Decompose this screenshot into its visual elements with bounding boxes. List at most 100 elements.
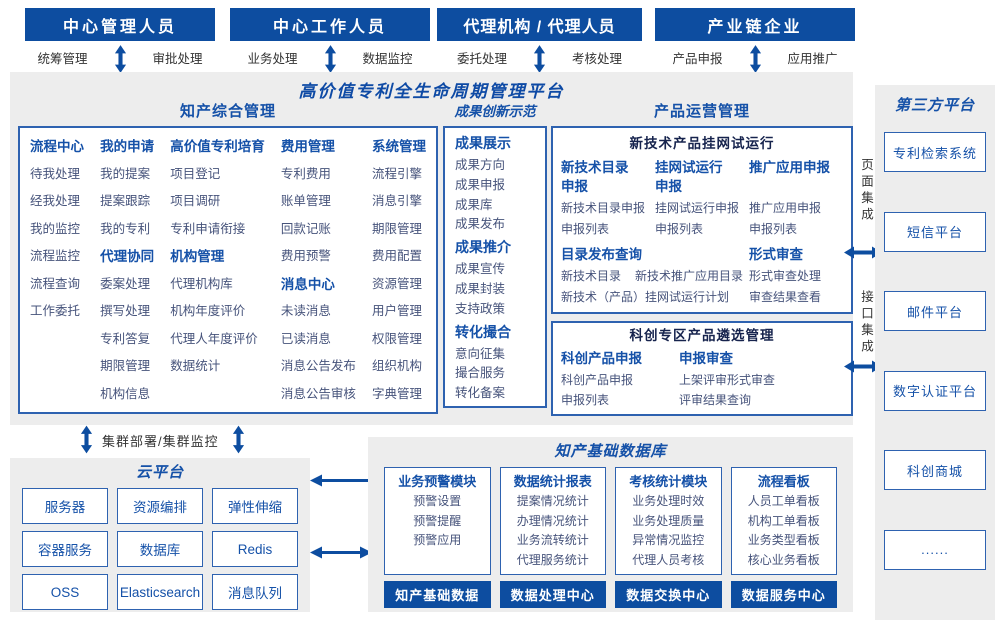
menu-item: 流程查询 xyxy=(30,276,81,291)
menu-item: 项目调研 xyxy=(170,194,221,208)
cloud-title: 云平台 xyxy=(135,464,184,481)
menu-item: 数据统计 xyxy=(170,359,221,373)
horizontal-double-arrow-icon xyxy=(844,246,882,259)
group-header: 推广应用申报 xyxy=(749,160,830,175)
menu-item: 待我处理 xyxy=(30,166,81,181)
menu-item: 用户管理 xyxy=(371,304,422,318)
menu-item: 费用配置 xyxy=(371,249,422,263)
ip-column: 流程中心待我处理经我处理我的监控流程监控流程查询工作委托 xyxy=(30,133,84,407)
horizontal-double-arrow-icon xyxy=(310,546,372,559)
cloud-service: 容器服务 xyxy=(22,531,108,567)
ip-column: 我的申请我的提案提案跟踪我的专利代理协同委案处理撰写处理专利答复期限管理机构信息 xyxy=(100,133,154,407)
menu-item: 消息公告审核 xyxy=(280,386,356,401)
horizontal-double-arrow-icon xyxy=(844,360,882,373)
datahub-module: 业务预警模块预警设置预警提醒预警应用 xyxy=(384,467,491,575)
vertical-double-arrow-icon xyxy=(533,45,546,73)
group-header: 我的申请 xyxy=(100,139,155,154)
group-header: 科创产品申报 xyxy=(561,351,642,366)
actor-right-label: 数据监控 xyxy=(362,52,413,66)
data-center-bar: 数据服务中心 xyxy=(730,581,837,608)
vertical-double-arrow-icon xyxy=(232,425,245,454)
menu-item: 人员工单看板 xyxy=(747,494,820,508)
datahub-title: 知产基础数据库 xyxy=(554,443,667,460)
menu-item: 组织机构 xyxy=(371,359,422,373)
menu-item: 成果库 xyxy=(455,197,493,212)
formal-review-block: 形式审查 形式审查处理审查结果查看 xyxy=(749,243,843,308)
group-header: 流程看板 xyxy=(757,474,810,489)
trial-run-title: 新技术产品挂网试运行 xyxy=(629,136,775,151)
menu-item: 申报列表 xyxy=(655,222,704,236)
group-header: 目录发布查询 xyxy=(561,247,642,262)
menu-item: 新技术目录申报 xyxy=(561,201,646,215)
vertical-double-arrow-icon xyxy=(324,45,336,73)
menu-item: 意向征集 xyxy=(455,346,506,361)
group-header: 高价值专利培育 xyxy=(170,139,265,154)
menu-item: 预警应用 xyxy=(413,533,462,547)
datahub-panel: 知产基础数据库 业务预警模块预警设置预警提醒预警应用数据统计报表提案情况统计办理… xyxy=(368,437,853,612)
cluster-label: 集群部署/集群监控 xyxy=(102,434,219,449)
menu-item: 代理机构库 xyxy=(170,276,233,291)
third-party-system: 科创商城 xyxy=(884,450,986,491)
menu-item: 异常情况监控 xyxy=(632,533,705,547)
actor-header-center-managers: 中心管理人员 xyxy=(25,8,215,41)
third-party-system: 数字认证平台 xyxy=(884,370,986,411)
selection-column: 科创产品申报科创产品申报申报列表 xyxy=(561,347,679,410)
trial-column: 推广应用申报推广应用申报申报列表 xyxy=(749,158,843,240)
menu-item: 办理情况统计 xyxy=(516,513,589,528)
actor-sub-center-staff: 业务处理 数据监控 xyxy=(230,42,430,73)
menu-item: 新技术目录 xyxy=(561,269,622,283)
group-header: 机构管理 xyxy=(170,249,225,264)
third-party-list: 专利检索系统短信平台邮件平台数字认证平台科创商城...... xyxy=(884,132,986,570)
section-title: 产品运营管理 xyxy=(653,103,750,120)
menu-item: 专利费用 xyxy=(280,166,331,181)
section-product-ops: 产品运营管理 新技术产品挂网试运行 新技术目录 申报新技术目录申报申报列表 挂网试… xyxy=(551,100,853,416)
page-integration-label: 页面集成 xyxy=(859,158,873,224)
selection-columns: 科创产品申报科创产品申报申报列表申报审查上架评审形式审查评审结果查询 xyxy=(561,347,843,410)
actor-header-center-staff: 中心工作人员 xyxy=(230,8,430,41)
cloud-service: 资源编排 xyxy=(116,488,203,524)
cloud-service: 数据库 xyxy=(116,531,203,567)
ip-column: 系统管理流程引擎消息引擎期限管理费用配置资源管理用户管理权限管理组织机构字典管理 xyxy=(372,133,426,407)
section-achievement-demo: 成果创新示范 成果展示成果方向成果申报成果库成果发布成果推介成果宣传成果封装支持… xyxy=(443,100,547,408)
third-party-system: 邮件平台 xyxy=(884,291,986,332)
group-header: 形式审查 xyxy=(749,247,803,262)
menu-item: 新技术（产品）挂网试运行计划 xyxy=(561,290,730,304)
cloud-service: 弹性伸缩 xyxy=(211,488,298,524)
group-header: 转化撮合 xyxy=(455,323,511,340)
group-header: 申报审查 xyxy=(679,351,733,366)
catalog-row: 新技术目录新技术推广应用目录 xyxy=(561,266,749,287)
menu-item: 提案跟踪 xyxy=(100,194,151,208)
datahub-module: 数据统计报表提案情况统计办理情况统计业务流转统计代理服务统计 xyxy=(499,467,606,575)
menu-item: 业务类型看板 xyxy=(747,533,820,547)
menu-item: 新技术推广应用目录 xyxy=(635,269,744,283)
data-center-bar: 知产基础数据 xyxy=(384,581,491,608)
menu-item: 形式审查处理 xyxy=(749,269,822,283)
platform-title: 高价值专利全生命周期管理平台 xyxy=(298,82,565,101)
ip-column: 费用管理专利费用账单管理回款记账费用预警消息中心未读消息已读消息消息公告发布消息… xyxy=(281,133,356,407)
trial-columns: 新技术目录 申报新技术目录申报申报列表挂网试运行 申报挂网试运行申报申报列表推广… xyxy=(561,158,843,240)
group-header: 业务预警模块 xyxy=(398,474,477,489)
menu-item: 机构年度评价 xyxy=(170,304,246,318)
menu-item: 我的专利 xyxy=(100,221,151,236)
cloud-service: Redis xyxy=(211,531,298,567)
group-header: 新技术目录 申报 xyxy=(561,160,629,194)
actor-left-label: 产品申报 xyxy=(672,52,723,66)
actor-right-label: 应用推广 xyxy=(787,52,838,66)
menu-item: 申报列表 xyxy=(561,222,610,236)
group-header: 挂网试运行 申报 xyxy=(655,160,723,194)
trial-bottom: 目录发布查询 新技术目录新技术推广应用目录新技术（产品）挂网试运行计划 形式审查… xyxy=(561,243,843,308)
menu-item: 专利申请衔接 xyxy=(170,221,246,236)
api-integration-label: 接口集成 xyxy=(859,290,873,356)
actor-left-label: 委托处理 xyxy=(456,52,507,66)
menu-item: 支持政策 xyxy=(455,301,506,316)
menu-item: 费用预警 xyxy=(280,249,331,263)
menu-item: 项目登记 xyxy=(170,166,221,181)
menu-item: 我的监控 xyxy=(30,221,81,236)
menu-item: 申报列表 xyxy=(561,393,610,407)
actor-sub-center-managers: 统筹管理 审批处理 xyxy=(25,42,215,73)
cloud-service: 消息队列 xyxy=(211,574,298,610)
menu-item: 我的提案 xyxy=(100,166,151,181)
menu-item: 资源管理 xyxy=(371,276,422,291)
menu-item: 工作委托 xyxy=(30,304,81,318)
